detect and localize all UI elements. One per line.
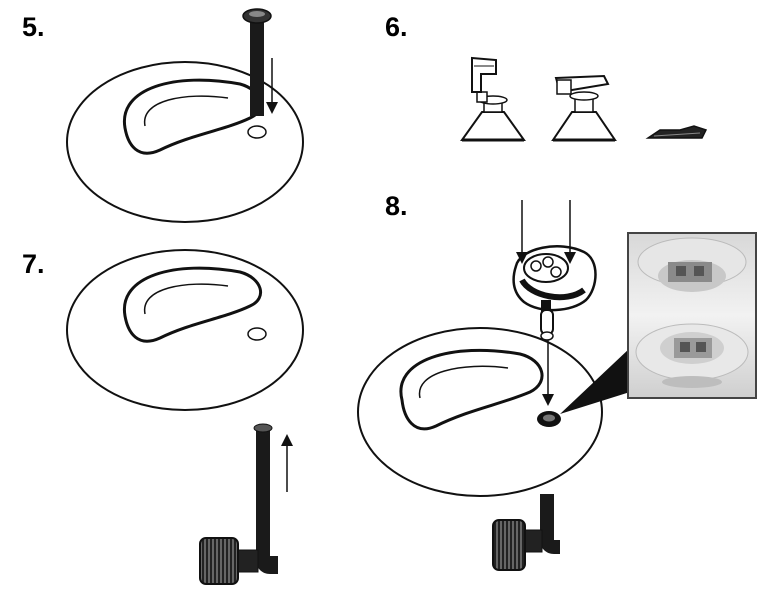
float-ring-inner-edge bbox=[144, 283, 229, 315]
float-ring-outer bbox=[66, 61, 304, 223]
flat-nozzle-highlight bbox=[653, 132, 701, 137]
nozzle-tall bbox=[460, 56, 526, 142]
float-ring-inner bbox=[122, 266, 263, 343]
nozzle-socket-inner bbox=[543, 414, 555, 422]
tube bbox=[256, 428, 270, 550]
tube-cap-top bbox=[249, 11, 265, 17]
step-5-label: 5. bbox=[22, 12, 45, 42]
float-ring-inner bbox=[399, 348, 544, 431]
float-hole bbox=[247, 327, 267, 341]
float-ring-inner bbox=[122, 78, 263, 155]
step-8-illustration bbox=[357, 200, 757, 571]
step-6-illustration bbox=[460, 56, 708, 142]
led-module bbox=[512, 245, 597, 341]
tube-elbow bbox=[256, 540, 278, 574]
step-7-illustration bbox=[66, 249, 304, 585]
pump-knob bbox=[492, 519, 526, 571]
float-ring-inner-edge bbox=[418, 365, 509, 399]
float-ring-outer bbox=[66, 249, 304, 411]
float-ring-inner-edge bbox=[144, 95, 229, 127]
step-6-label: 6. bbox=[385, 12, 408, 42]
callout-pointer bbox=[560, 348, 630, 414]
nozzle-short bbox=[551, 74, 617, 142]
step-8-label: 8. bbox=[385, 191, 408, 221]
tube-top bbox=[253, 423, 273, 433]
step-5-illustration bbox=[66, 8, 304, 223]
float-hole bbox=[247, 125, 267, 139]
tube bbox=[250, 18, 264, 116]
tube-elbow bbox=[540, 522, 560, 554]
tube bbox=[540, 494, 554, 530]
pump-knob bbox=[199, 537, 239, 585]
detail-photo bbox=[627, 232, 757, 399]
step-7-label: 7. bbox=[22, 249, 45, 279]
pump-connector bbox=[235, 549, 259, 573]
